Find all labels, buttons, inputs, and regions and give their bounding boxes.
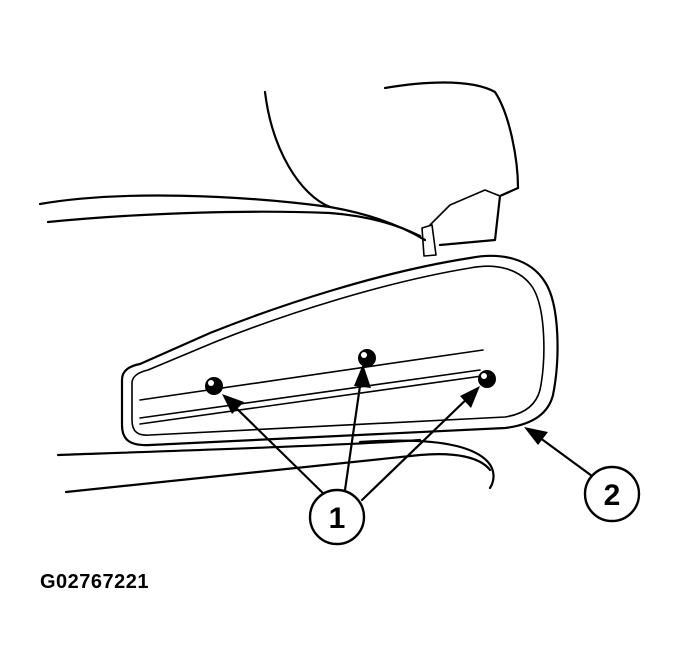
seat-cushion (38, 194, 437, 257)
callout-1-label: 1 (329, 502, 346, 535)
seat-back (263, 81, 520, 247)
figure-id: G02767221 (40, 571, 150, 593)
screw-middle (358, 349, 376, 367)
callout-2-label: 2 (604, 479, 621, 512)
seat-side-shield (120, 254, 559, 447)
leader-arrows (222, 364, 594, 502)
callout-1: 1 (308, 488, 366, 546)
seat-frame (56, 438, 495, 494)
screw-right (478, 370, 496, 388)
callout-2: 2 (583, 465, 641, 523)
screw-left (205, 377, 223, 395)
screws (205, 349, 496, 395)
